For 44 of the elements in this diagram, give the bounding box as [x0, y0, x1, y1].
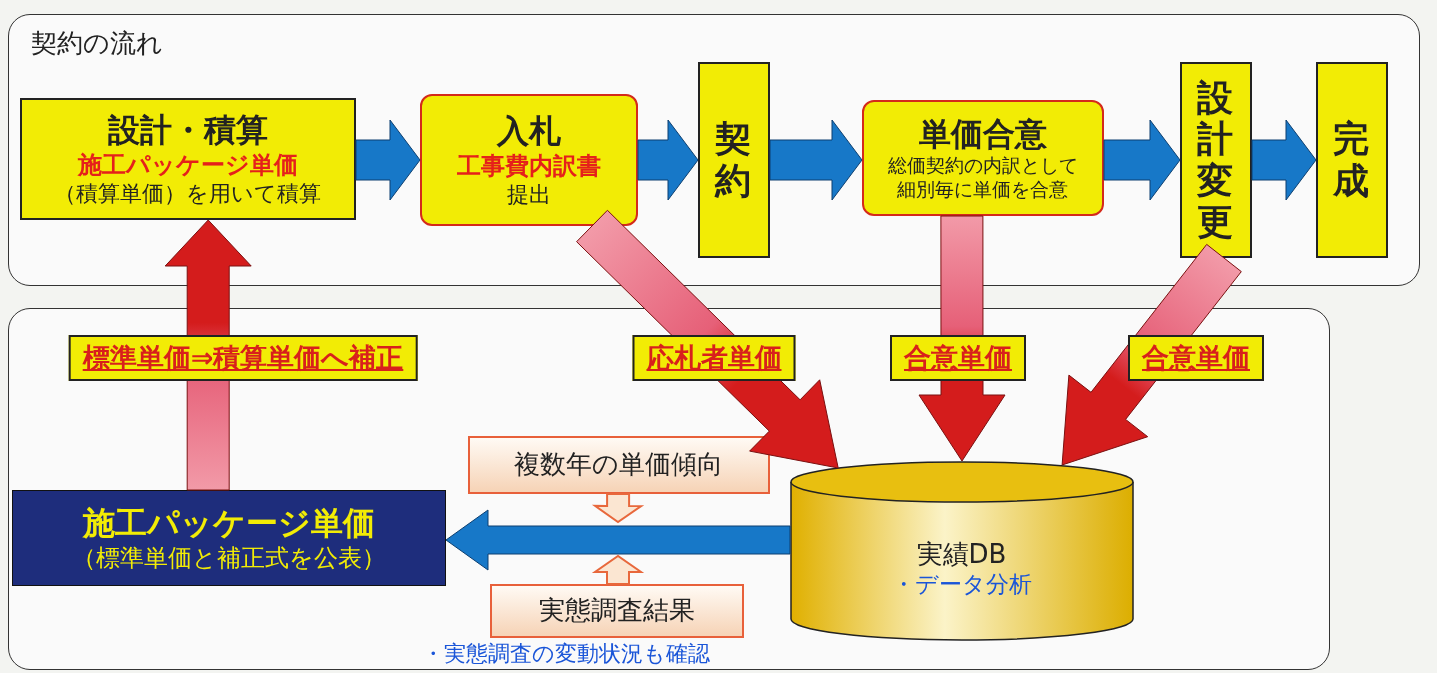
box-title: 施工パッケージ単価: [82, 502, 375, 543]
arrow: [576, 209, 839, 469]
panel: [8, 14, 1420, 286]
box-title: 完成: [1332, 118, 1371, 201]
box-title: 契約: [714, 118, 753, 201]
panel-title: 契約の流れ: [31, 27, 163, 60]
info-box: [467, 435, 770, 494]
box-title: 入札: [496, 110, 561, 151]
edge-label: 合意単価: [890, 335, 1026, 381]
database-title: 実績DB: [916, 537, 1007, 571]
arrow: [591, 554, 645, 585]
highlight-text: 工事費内訳書: [456, 150, 601, 181]
process-box: [419, 93, 638, 226]
box-text: 実態調査結果: [538, 594, 695, 627]
box-text: （積算単価）を用いて積算: [54, 179, 321, 208]
box-text: 総価契約の内訳として細別毎に単価を合意: [886, 153, 1079, 202]
database-text: ・データ分析: [891, 570, 1032, 600]
arrow: [637, 119, 699, 201]
process-box: [697, 61, 770, 258]
highlight-text: 施工パッケージ単価: [77, 149, 298, 180]
process-box: [861, 99, 1104, 216]
arrow: [355, 119, 421, 201]
edge-label: 応札者単価: [632, 335, 796, 381]
process-box: [1179, 61, 1252, 258]
box-text: （標準単価と補正式を公表）: [71, 542, 386, 573]
edge-label: 標準単価⇒積算単価へ補正: [68, 335, 418, 381]
arrow: [769, 119, 863, 201]
arrow: [164, 219, 252, 491]
arrow: [1103, 119, 1181, 201]
arrow: [918, 215, 1006, 462]
arrow: [1251, 119, 1317, 201]
box-title: 設計変更: [1196, 76, 1235, 243]
box-title: 設計・積算: [107, 109, 268, 150]
edge-label: 合意単価: [1128, 335, 1264, 381]
arrow: [1061, 243, 1242, 466]
box-text: 提出: [506, 180, 551, 209]
arrow: [445, 509, 791, 571]
box-title: 単価合意: [918, 113, 1047, 154]
info-box: [11, 489, 446, 586]
box-text: 複数年の単価傾向: [514, 448, 723, 481]
process-box: [19, 97, 356, 220]
process-box: [1315, 61, 1388, 258]
note-text: ・実態調査の変動状況も確認: [421, 639, 710, 667]
arrow: [591, 493, 645, 524]
